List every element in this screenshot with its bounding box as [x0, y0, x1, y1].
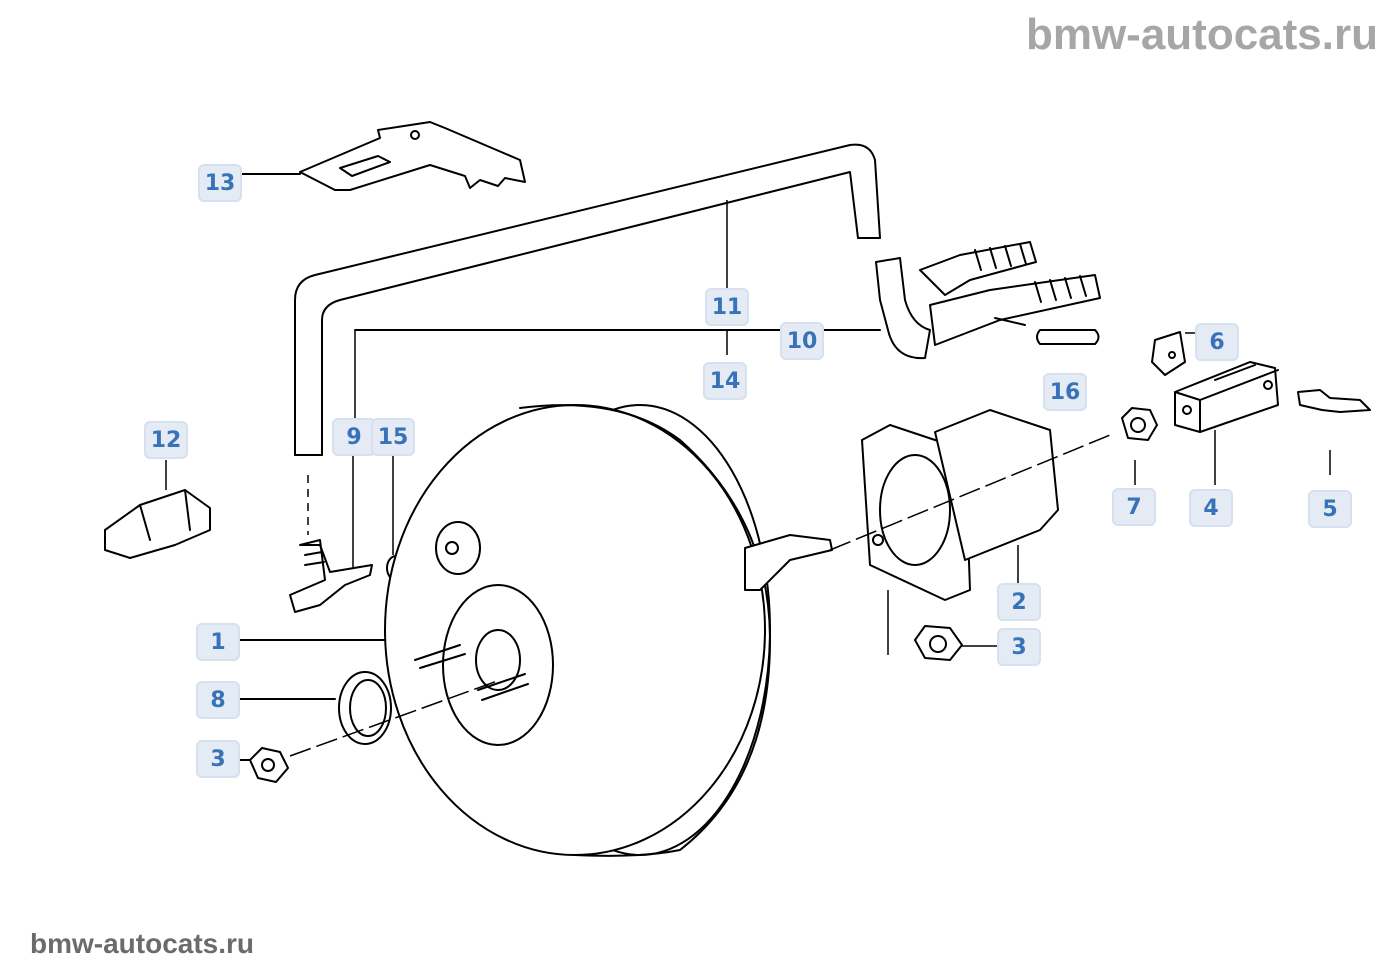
callout-10[interactable]: 10	[780, 322, 824, 360]
spacer-part-2	[861, 409, 1059, 601]
callout-1[interactable]: 1	[196, 623, 240, 661]
bracket-part-13	[299, 121, 526, 191]
callout-5[interactable]: 5	[1308, 490, 1352, 528]
hose-holder-part-12	[104, 489, 211, 559]
callout-2[interactable]: 2	[997, 583, 1041, 621]
callout-6[interactable]: 6	[1195, 323, 1239, 361]
callout-4[interactable]: 4	[1189, 489, 1233, 527]
callout-12[interactable]: 12	[144, 421, 188, 459]
centerline-servo	[289, 679, 501, 757]
callout-16[interactable]: 16	[1043, 373, 1087, 411]
callout-11[interactable]: 11	[705, 288, 749, 326]
callout-3-left[interactable]: 3	[196, 740, 240, 778]
vacuum-hose-part-11	[294, 143, 881, 456]
callout-13[interactable]: 13	[198, 164, 242, 202]
callout-7[interactable]: 7	[1112, 488, 1156, 526]
centerline-pushrod	[829, 434, 1111, 551]
callout-14[interactable]: 14	[703, 362, 747, 400]
callout-8[interactable]: 8	[196, 681, 240, 719]
callout-15[interactable]: 15	[371, 418, 415, 456]
callout-9[interactable]: 9	[332, 418, 376, 456]
nut-part-3-left	[249, 747, 289, 783]
check-valve-part-10	[875, 241, 1101, 360]
watermark-bottom: bmw-autocats.ru	[30, 928, 255, 959]
sleeve-part-16	[1036, 329, 1100, 345]
nut-part-7	[1121, 407, 1158, 441]
brake-servo-part-1	[384, 404, 833, 857]
pin-part-5	[1297, 389, 1371, 413]
clip-part-6	[1151, 331, 1186, 376]
callout-3-right[interactable]: 3	[997, 628, 1041, 666]
o-ring-part-8	[338, 671, 392, 745]
nut-part-3-right	[914, 625, 963, 661]
clevis-part-4	[1174, 361, 1279, 433]
vacuum-connector-part-9	[289, 539, 373, 613]
watermark-top: bmw-autocats.ru	[1025, 10, 1378, 59]
